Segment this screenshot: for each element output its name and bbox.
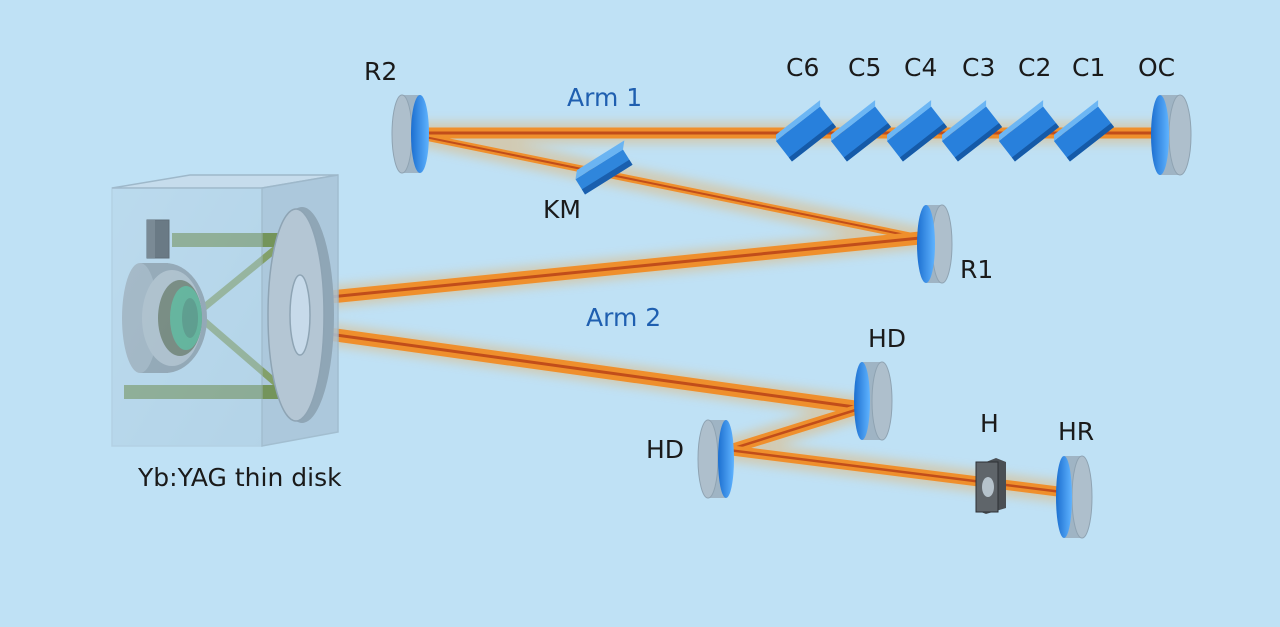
mirror-r1 bbox=[917, 204, 953, 284]
label-h: H bbox=[980, 409, 999, 438]
mirror-hd-upper bbox=[854, 361, 893, 441]
label-hr: HR bbox=[1058, 417, 1094, 446]
mirror-oc bbox=[1151, 94, 1192, 176]
kerr-medium-km bbox=[575, 140, 633, 195]
chirped-mirror-c2 bbox=[998, 100, 1060, 162]
label-arm2: Arm 2 bbox=[586, 303, 661, 332]
thin-disk-module bbox=[111, 174, 339, 447]
label-c5: C5 bbox=[848, 53, 881, 82]
chirped-mirror-c4 bbox=[886, 100, 948, 162]
mirror-r2-face bbox=[411, 95, 429, 173]
label-hd-lower: HD bbox=[646, 435, 684, 464]
chirped-mirror-c3 bbox=[941, 100, 1003, 162]
chirped-mirror-c6 bbox=[775, 100, 837, 162]
mirror-hr bbox=[1056, 455, 1093, 539]
label-c6: C6 bbox=[786, 53, 819, 82]
mirror-r2 bbox=[391, 94, 429, 174]
mirror-hd-upper-face bbox=[854, 362, 870, 440]
mirror-r1-face bbox=[917, 205, 935, 283]
label-c1: C1 bbox=[1072, 53, 1105, 82]
chirped-mirrors bbox=[775, 100, 1115, 162]
mirror-oc-face bbox=[1151, 95, 1169, 175]
cube-front-face bbox=[111, 187, 263, 447]
mirror-hd-lower bbox=[697, 419, 734, 499]
label-r1: R1 bbox=[960, 255, 993, 284]
label-km: KM bbox=[543, 195, 581, 224]
label-c3: C3 bbox=[962, 53, 995, 82]
label-arm1: Arm 1 bbox=[567, 83, 642, 112]
mirror-hr-face bbox=[1056, 456, 1072, 538]
mirror-hd-lower-face bbox=[718, 420, 734, 498]
label-c2: C2 bbox=[1018, 53, 1051, 82]
label-c4: C4 bbox=[904, 53, 937, 82]
beam-paths bbox=[289, 122, 1171, 503]
label-r2: R2 bbox=[364, 57, 397, 86]
chirped-mirror-c5 bbox=[830, 100, 892, 162]
aperture-h bbox=[975, 458, 1006, 514]
label-thin-disk: Yb:YAG thin disk bbox=[137, 463, 342, 492]
label-hd-upper: HD bbox=[868, 324, 906, 353]
chirped-mirror-c1 bbox=[1053, 100, 1115, 162]
label-oc: OC bbox=[1138, 53, 1175, 82]
